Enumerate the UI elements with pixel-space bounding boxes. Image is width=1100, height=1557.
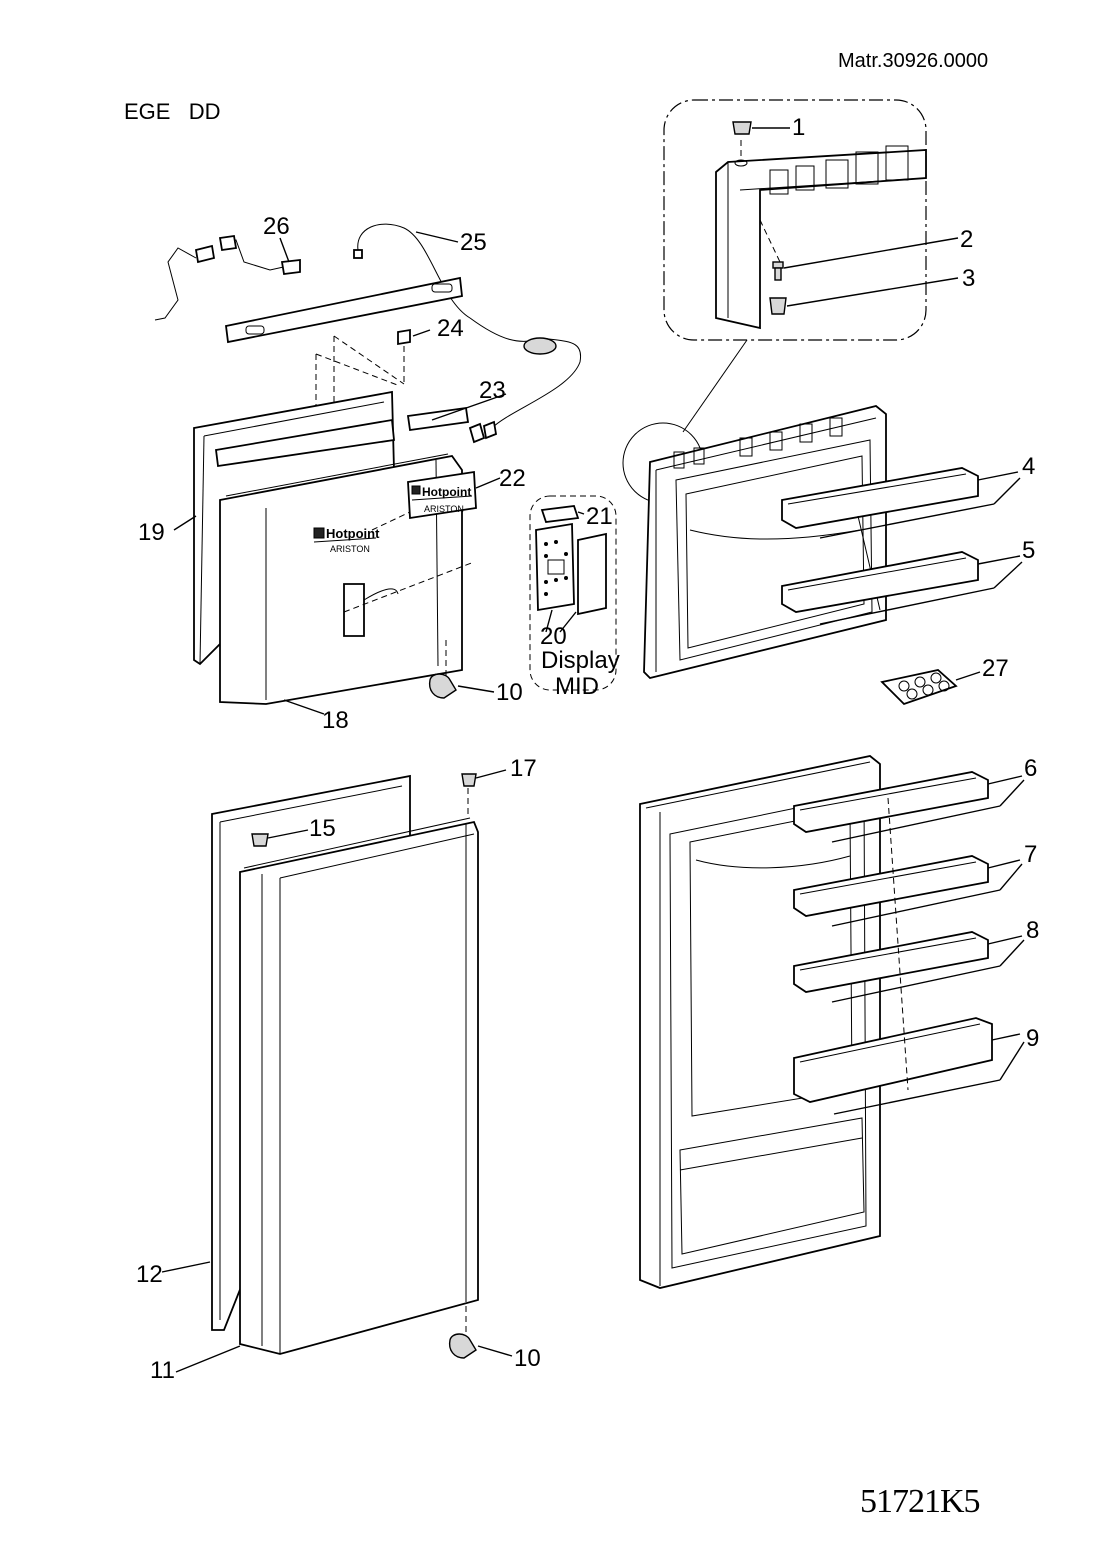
diagram-code: 51721K5 [860,1483,980,1520]
part-label: 2 [960,226,973,253]
part-label: 10 [514,1345,541,1372]
svg-text:Hotpoint: Hotpoint [326,526,380,541]
part-label: 6 [1024,755,1037,782]
hinge-detail-callout [622,99,959,504]
part-label: 20 [540,623,567,650]
svg-text:ARISTON: ARISTON [424,504,464,514]
part-label: 3 [962,265,975,292]
svg-text:ARISTON: ARISTON [330,544,370,554]
mid-label: MID [555,673,599,700]
part-label: 18 [322,707,349,734]
part-label: 9 [1026,1025,1039,1052]
display-label: Display [541,647,620,674]
freezer-door-assembly: Hotpoint ARISTON Hotpoint ARISTON [154,223,582,715]
part-label: 1 [792,114,805,141]
hotpoint-ariston-label: Hotpoint ARISTON [371,470,501,531]
part-label: 15 [309,815,336,842]
part-label: 24 [437,315,464,342]
fridge-door-assembly [161,769,513,1373]
part-label: 26 [263,213,290,240]
part-label: 7 [1024,841,1037,868]
hotpoint-ariston-logo: Hotpoint ARISTON [313,526,380,554]
fridge-inner-door [639,755,1025,1289]
part-label: 4 [1022,453,1035,480]
part-label: 10 [496,679,523,706]
model-label: EGE DD [124,99,221,124]
part-label: 21 [586,503,613,530]
part-label: 8 [1026,917,1039,944]
part-label: 19 [138,519,165,546]
freezer-inner-door [643,405,1023,706]
part-label: 27 [982,655,1009,682]
display-mid-group: Display MID [529,495,620,700]
part-labels: 1 2 3 4 5 6 7 8 9 10 10 11 12 15 17 18 1… [136,114,1039,1384]
part-label: 22 [499,465,526,492]
part-label: 17 [510,755,537,782]
material-number: Matr.30926.0000 [838,50,988,72]
part-label: 5 [1022,537,1035,564]
part-label: 12 [136,1261,163,1288]
svg-text:Hotpoint: Hotpoint [422,485,471,499]
part-label: 25 [460,229,487,256]
part-label: 23 [479,377,506,404]
part-label: 11 [150,1357,175,1384]
